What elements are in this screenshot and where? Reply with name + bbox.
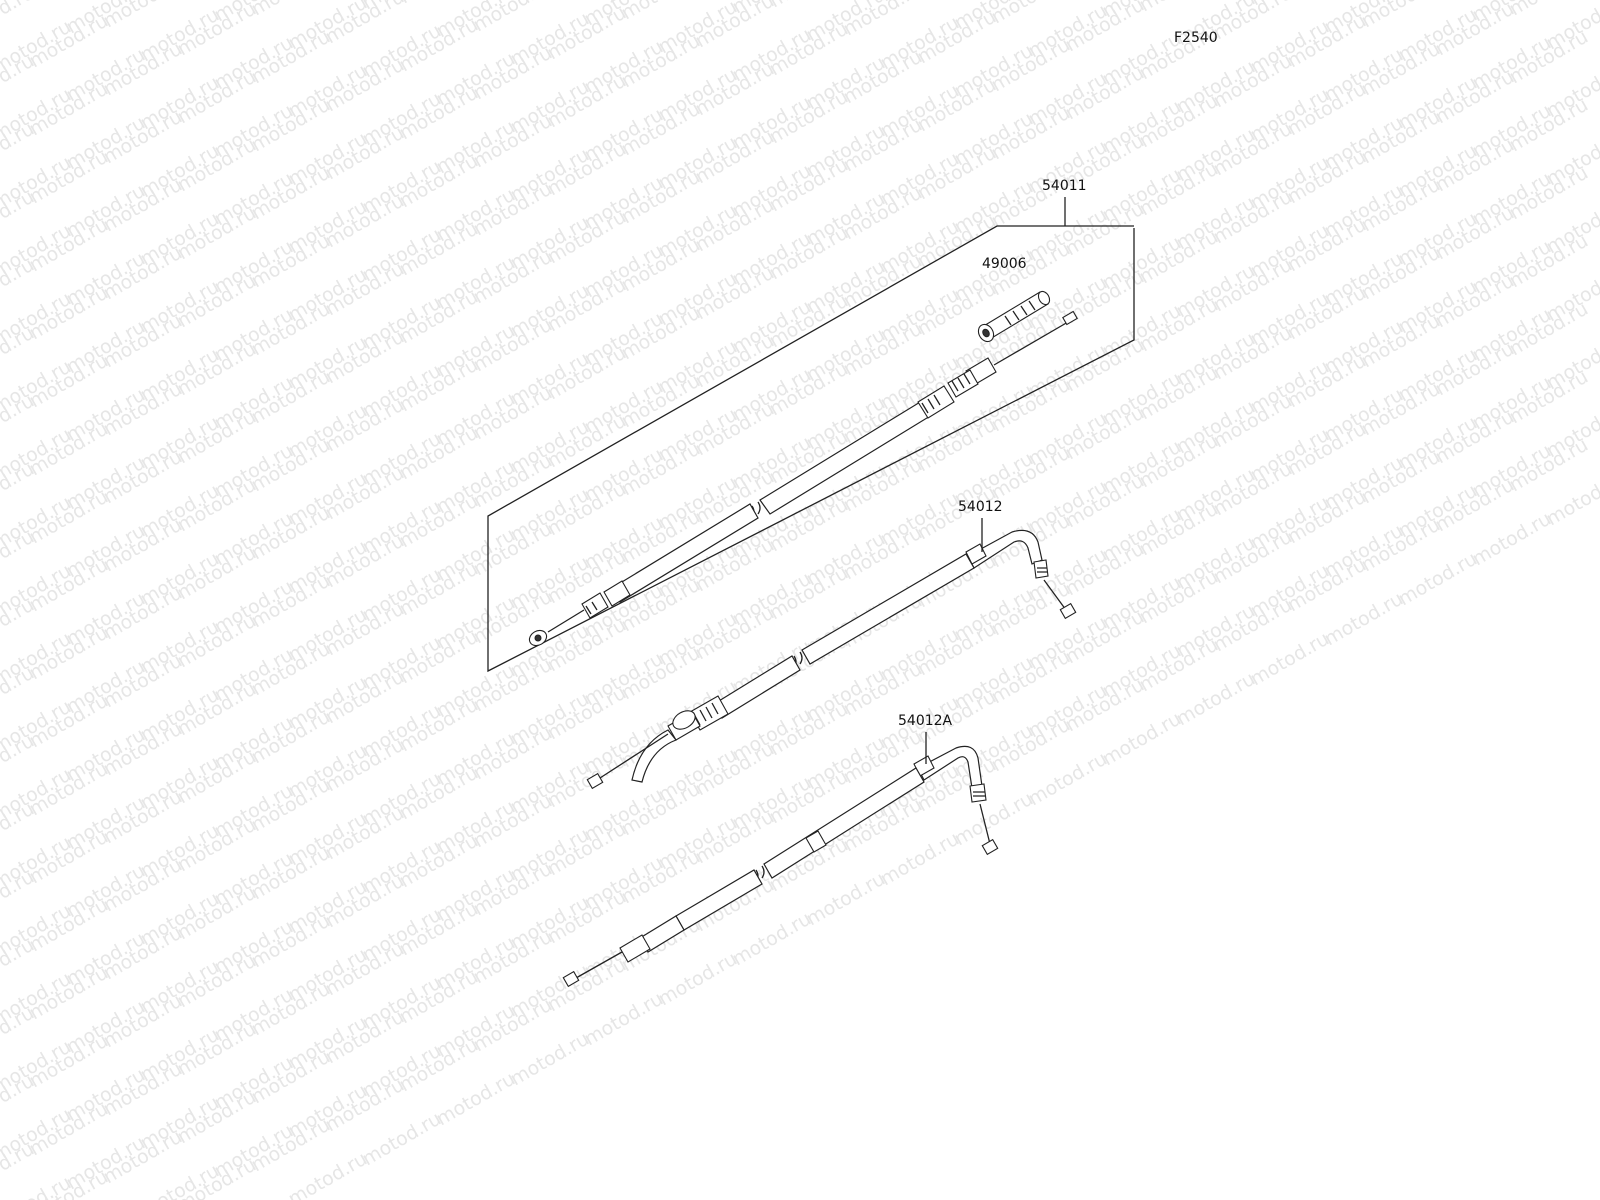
watermark-text: motod.ru xyxy=(692,0,778,52)
callout-54012A[interactable]: 54012A xyxy=(898,713,953,729)
watermark-text: motod.ru xyxy=(285,1148,371,1200)
callout-54012[interactable]: 54012 xyxy=(958,499,1003,515)
watermark-text: motod.ru xyxy=(1173,668,1259,731)
callout-49006[interactable]: 49006 xyxy=(982,256,1027,272)
watermark-text: motod.ru xyxy=(507,1028,593,1091)
callout-54011[interactable]: 54011 xyxy=(1042,178,1087,194)
grommet-part[interactable] xyxy=(975,289,1051,344)
watermark-text: motod.ru xyxy=(1469,508,1555,571)
watermark-text: motod.ru xyxy=(803,868,889,931)
watermark-text: motod.ru xyxy=(433,1068,519,1131)
watermark-text: motod.ru xyxy=(581,988,667,1051)
watermark-text: motod.ru xyxy=(729,908,815,971)
watermark-text: motod.ru xyxy=(1321,588,1407,651)
watermark-text: motod.ru xyxy=(655,948,741,1011)
watermark-text: motod.ru xyxy=(1543,468,1600,531)
clutch-cable[interactable] xyxy=(527,310,1078,649)
watermark-text: motod.ru xyxy=(1247,628,1333,691)
watermark-text: motod.ru xyxy=(1025,748,1111,811)
diagram-code: F2540 xyxy=(1174,30,1218,46)
throttle-cable-open[interactable] xyxy=(586,529,1077,790)
watermark-text: motod.ru xyxy=(1395,548,1481,611)
watermark-text: motod.ru xyxy=(359,1108,445,1171)
watermark-text: motod.ru xyxy=(877,828,963,891)
throttle-cable-close[interactable] xyxy=(562,745,999,988)
assembly-outline xyxy=(487,197,1135,673)
watermark-text: motod.ru xyxy=(1099,708,1185,771)
